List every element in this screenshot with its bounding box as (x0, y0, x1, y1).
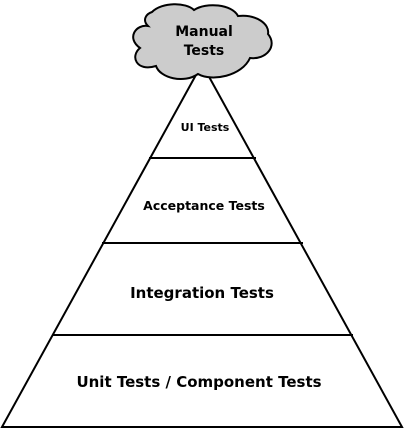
layer-label-unit-component-tests: Unit Tests / Component Tests (76, 373, 321, 391)
cloud-shape (132, 3, 273, 81)
manual-tests-cloud: Manual Tests (132, 3, 273, 81)
layer-label-acceptance-tests: Acceptance Tests (143, 198, 265, 213)
layer-label-ui-tests: UI Tests (181, 121, 230, 134)
cloud-label-line2: Tests (184, 43, 225, 59)
pyramid-outline (0, 61, 404, 428)
cloud-label-line1: Manual (175, 24, 233, 40)
layer-label-integration-tests: Integration Tests (130, 284, 274, 302)
